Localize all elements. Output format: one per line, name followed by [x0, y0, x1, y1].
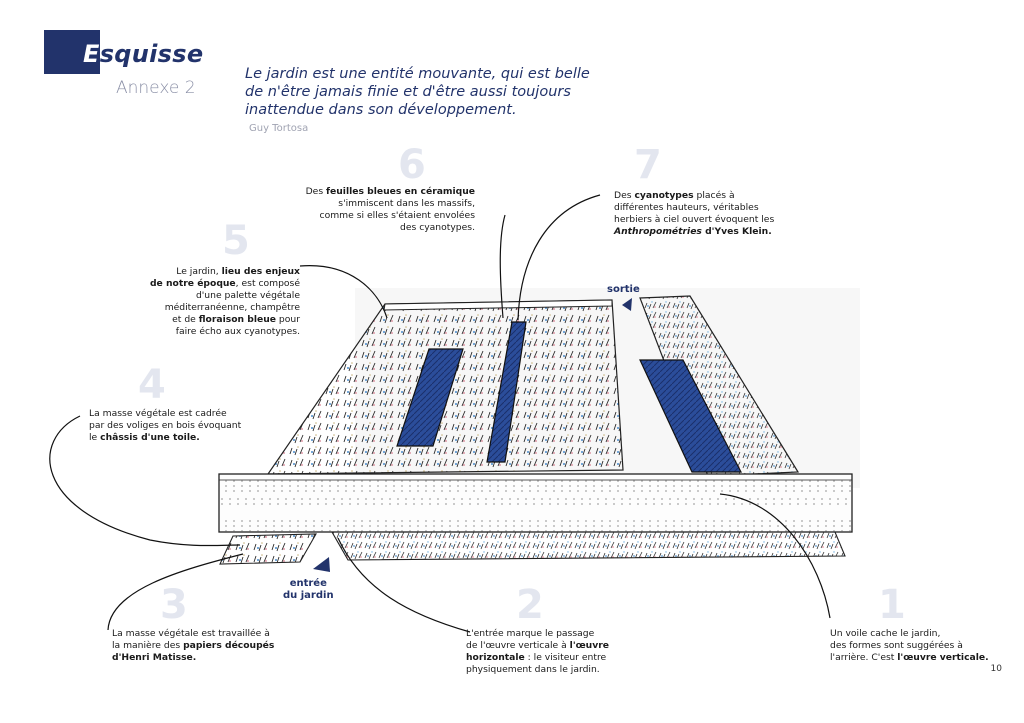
note-4-line: La masse végétale est cadrée	[89, 408, 227, 419]
note-4: La masse végétale est cadrée par des vol…	[89, 408, 289, 444]
note-1-line: l'arrière. C'est l'œuvre verticale.	[830, 652, 989, 663]
note-5-line: d'une palette végétale	[195, 290, 300, 301]
number-3: 3	[160, 582, 188, 628]
number-7: 7	[634, 142, 662, 188]
note-6-line: des cyanotypes.	[400, 222, 475, 233]
note-5-line: et de floraison bleue pour	[172, 314, 300, 325]
note-6: Des feuilles bleues en céramique s'immis…	[290, 186, 475, 234]
number-2: 2	[516, 582, 544, 628]
note-2-line: de l'œuvre verticale à l'œuvre	[466, 640, 609, 651]
note-5-line: de notre époque, est composé	[149, 278, 300, 289]
entree-label-line: du jardin	[283, 590, 334, 601]
quote-text: Le jardin est une entité mouvante, qui e…	[245, 66, 590, 118]
note-7-line: différentes hauteurs, véritables	[614, 202, 759, 213]
note-3-line: La masse végétale est travaillée à	[112, 628, 270, 639]
note-3: La masse végétale est travaillée à la ma…	[112, 628, 312, 664]
note-3-line: d'Henri Matisse.	[112, 652, 197, 663]
note-5: Le jardin, lieu des enjeux de notre époq…	[120, 266, 300, 338]
note-7-line: herbiers à ciel ouvert évoquent les	[614, 214, 775, 225]
note-7: Des cyanotypes placés à différentes haut…	[614, 190, 814, 238]
page-title: Esquisse	[83, 40, 203, 68]
note-2: L'entrée marque le passage de l'œuvre ve…	[466, 628, 636, 676]
title-initial: E	[83, 40, 100, 68]
sortie-arrow	[622, 298, 632, 311]
entree-label-line: entrée	[289, 578, 327, 589]
page-subtitle: Annexe 2	[116, 78, 196, 98]
quote-author: Guy Tortosa	[249, 123, 309, 134]
note-6-line: comme si elles s'étaient envolées	[319, 210, 475, 221]
note-6-line: s'immiscent dans les massifs,	[338, 198, 475, 209]
number-1: 1	[878, 582, 906, 628]
number-6: 6	[398, 142, 426, 188]
title-rest: squisse	[99, 40, 204, 68]
note-2-line: physiquement dans le jardin.	[466, 664, 600, 675]
note-6-line: Des feuilles bleues en céramique	[305, 186, 475, 197]
note-5-line: méditerranéenne, champêtre	[164, 302, 300, 313]
note-2-line: horizontale : le visiteur entre	[466, 652, 607, 663]
page-number: 10	[990, 664, 1002, 674]
note-3-line: la manière des papiers découpés	[112, 640, 275, 651]
entree-arrow	[313, 557, 330, 572]
note-1-line: Un voile cache le jardin,	[830, 628, 941, 639]
number-4: 4	[138, 362, 166, 408]
title-box	[44, 30, 100, 74]
number-5: 5	[222, 218, 250, 264]
note-2-line: L'entrée marque le passage	[466, 628, 595, 639]
note-7-line: Des cyanotypes placés à	[614, 190, 735, 201]
note-5-line: Le jardin, lieu des enjeux	[176, 266, 300, 277]
note-7-line: Anthropométries d'Yves Klein.	[614, 226, 772, 237]
entree-label: entrée du jardin	[283, 578, 334, 602]
note-1-line: des formes sont suggérées à	[830, 640, 963, 651]
note-1: Un voile cache le jardin, des formes son…	[830, 628, 1000, 664]
sortie-label: sortie	[607, 284, 640, 295]
note-5-line: faire écho aux cyanotypes.	[175, 326, 300, 337]
note-4-line: le châssis d'une toile.	[89, 432, 200, 443]
note-4-line: par des voliges en bois évoquant	[89, 420, 242, 431]
